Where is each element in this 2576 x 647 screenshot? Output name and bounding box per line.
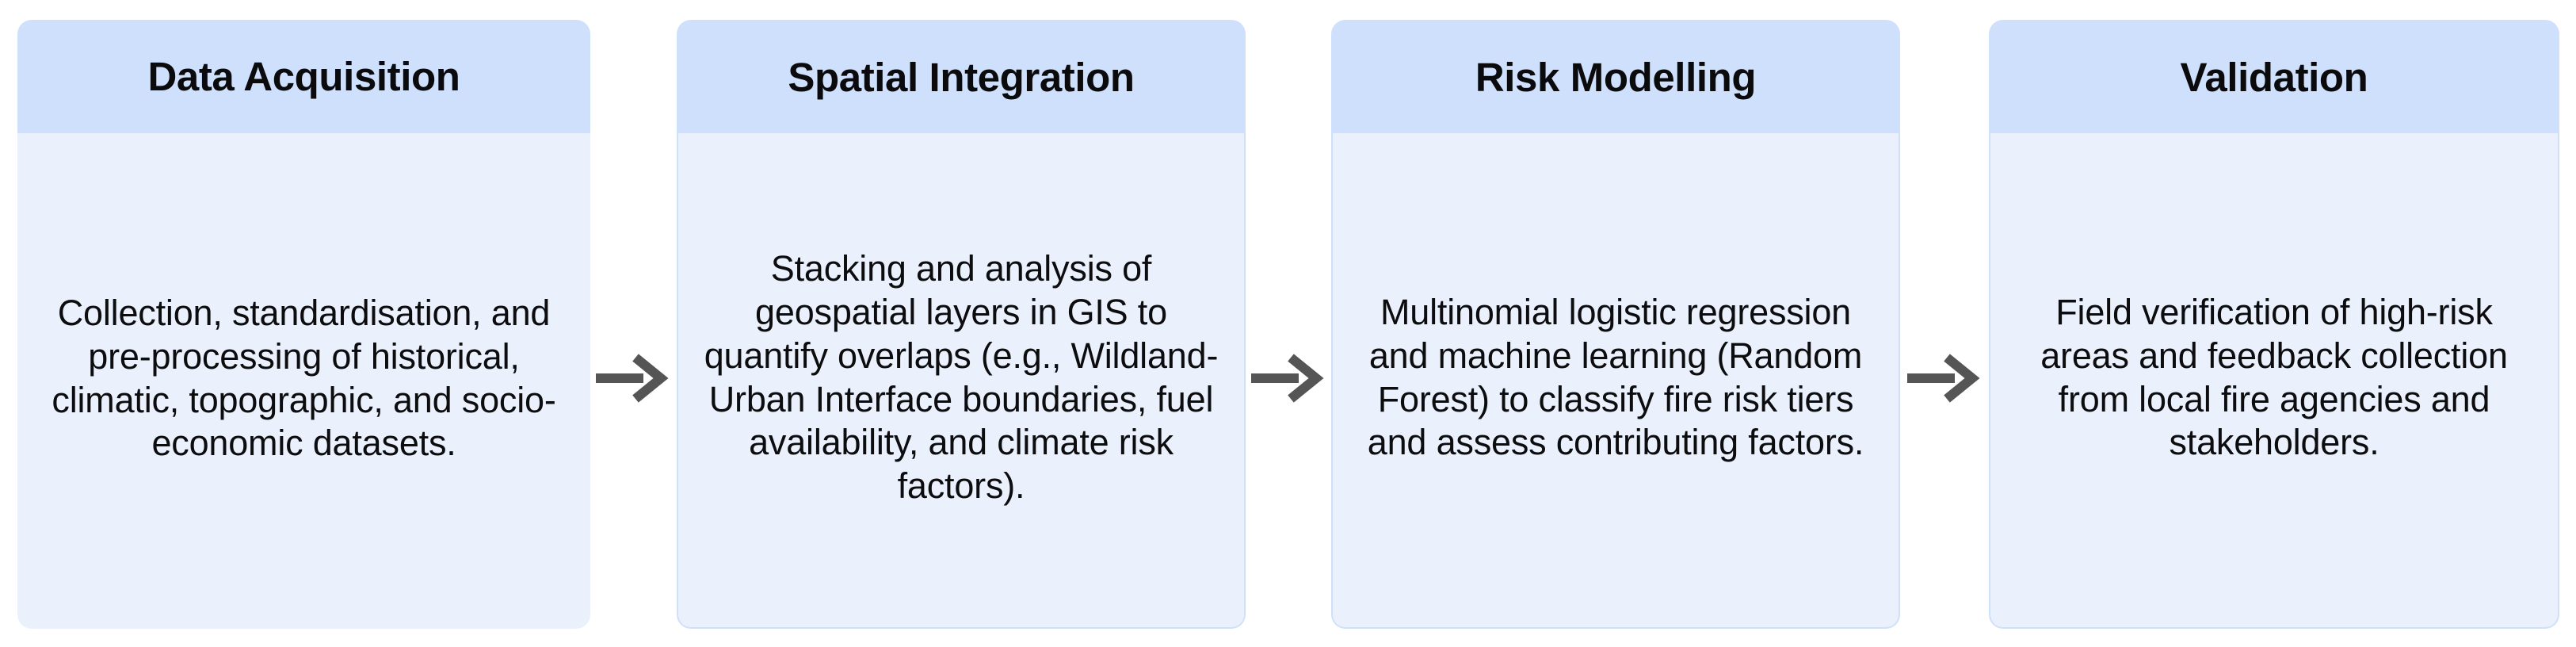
stage-header-risk-modelling: Risk Modelling <box>1331 20 1900 133</box>
stage-description: Multinomial logistic regression and mach… <box>1367 291 1864 463</box>
stage-card-spatial-integration: Spatial Integration Stacking and analysi… <box>677 20 1246 629</box>
arrow-right-icon <box>1906 344 1985 412</box>
stage-body-spatial-integration: Stacking and analysis of geospatial laye… <box>677 133 1246 629</box>
stage-header-validation: Validation <box>1989 20 2559 133</box>
stage-description: Stacking and analysis of geospatial laye… <box>704 247 1219 507</box>
stage-header-data-acquisition: Data Acquisition <box>17 20 590 133</box>
stage-body-validation: Field verification of high-risk areas an… <box>1989 133 2559 629</box>
stage-title: Validation <box>2180 54 2368 100</box>
stage-description: Field verification of high-risk areas an… <box>2040 291 2508 463</box>
stage-title: Data Acquisition <box>147 53 460 99</box>
connector-1 <box>590 344 677 412</box>
stage-body-data-acquisition: Collection, standardisation, and pre-pro… <box>17 133 590 629</box>
stage-title: Risk Modelling <box>1475 54 1757 100</box>
stage-card-data-acquisition: Data Acquisition Collection, standardisa… <box>17 20 590 629</box>
connector-3 <box>1902 344 1989 412</box>
stage-card-validation: Validation Field verification of high-ri… <box>1989 20 2559 629</box>
stage-card-risk-modelling: Risk Modelling Multinomial logistic regr… <box>1331 20 1900 629</box>
connector-2 <box>1246 344 1333 412</box>
arrow-right-icon <box>1250 344 1329 412</box>
stage-title: Spatial Integration <box>788 54 1135 100</box>
stage-description: Collection, standardisation, and pre-pro… <box>52 292 556 464</box>
stage-body-risk-modelling: Multinomial logistic regression and mach… <box>1331 133 1900 629</box>
stage-header-spatial-integration: Spatial Integration <box>677 20 1246 133</box>
arrow-right-icon <box>594 344 674 412</box>
